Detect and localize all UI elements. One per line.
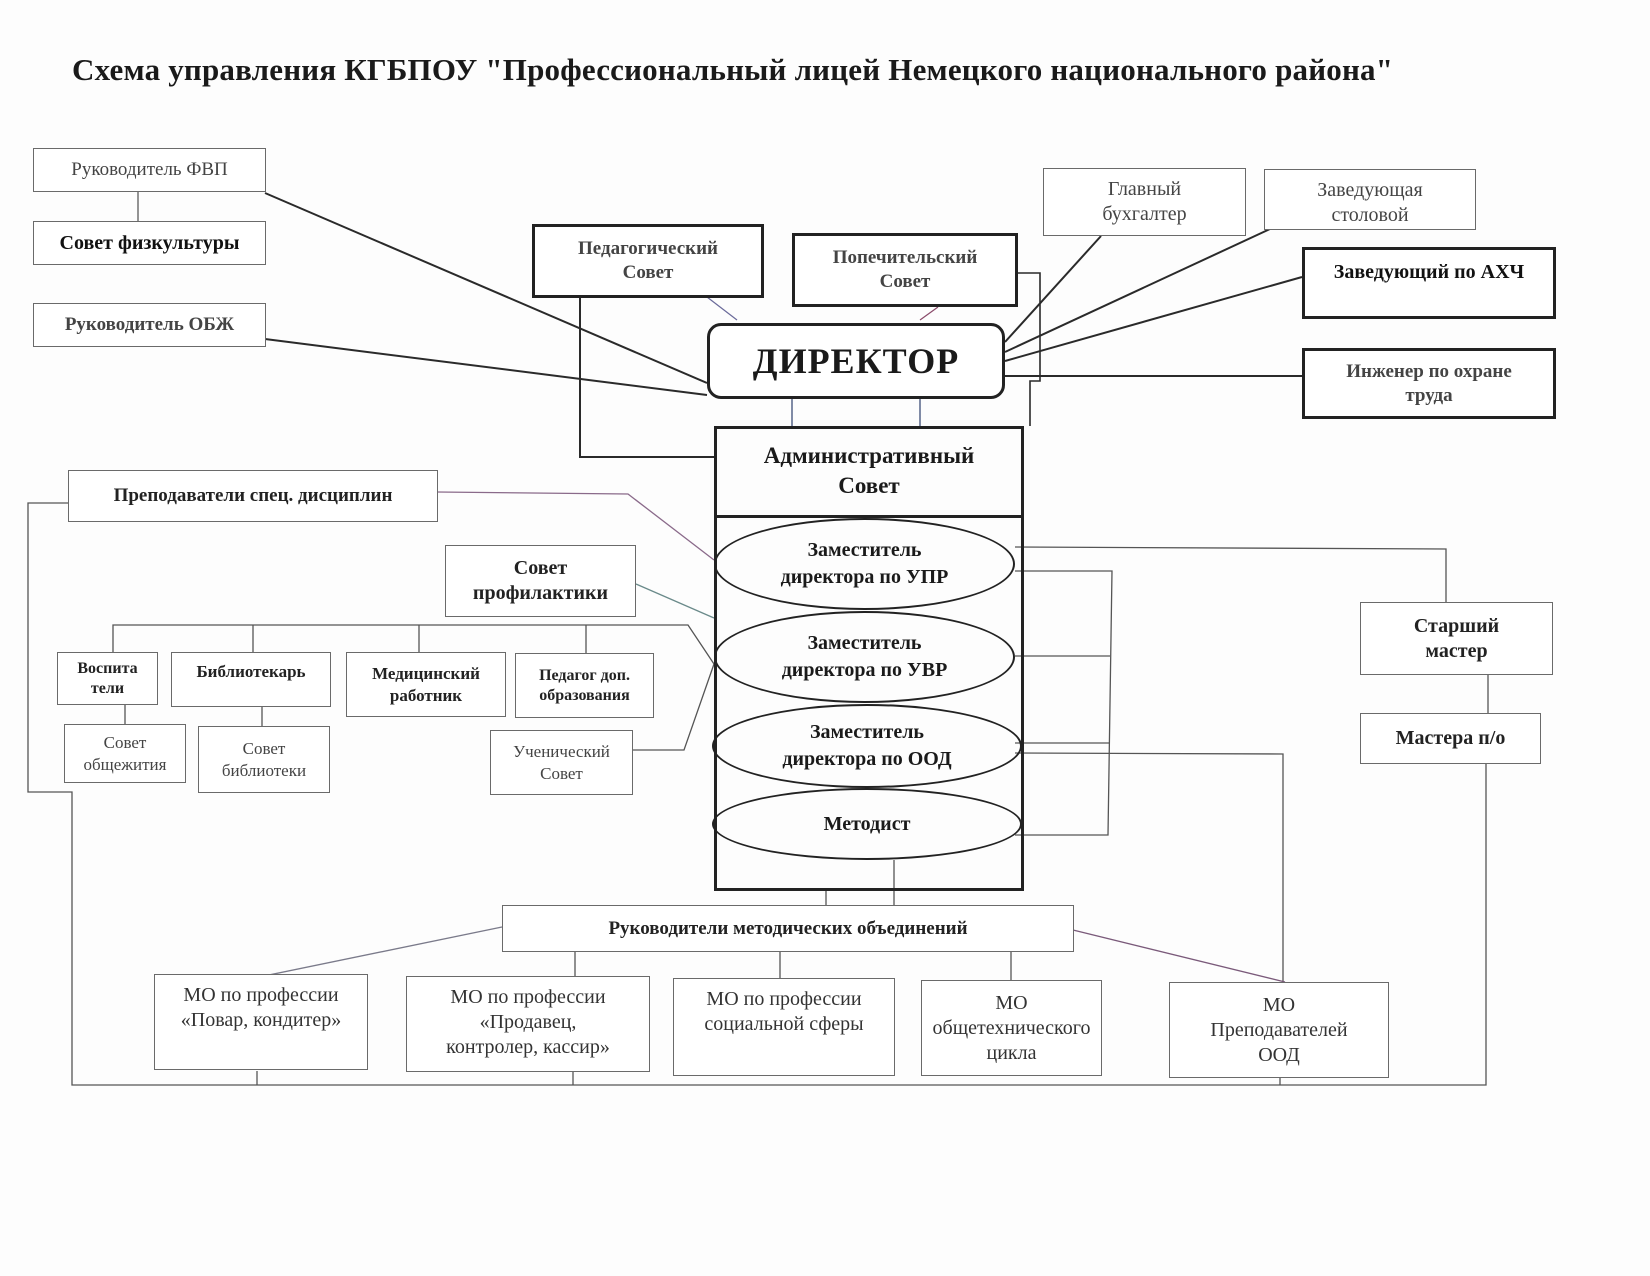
box-mo-general-tech: МО общетехнического цикла <box>921 980 1102 1076</box>
box-mo-seller-label: МО по профессии «Продавец, контролер, ка… <box>446 986 610 1058</box>
connector-deputies-bracket <box>1015 570 1113 836</box>
connector-fvp-director <box>264 192 708 384</box>
box-mo-social: МО по профессии социальной сферы <box>673 978 895 1076</box>
box-admin-council-label: Административный Совет <box>763 442 975 498</box>
box-masters-label: Мастера п/о <box>1395 727 1506 749</box>
ellipse-methodist: Методист <box>712 788 1022 860</box>
box-pe-council: Совет физкультуры <box>33 221 266 265</box>
box-trustees-council-label: Попечительский Совет <box>832 247 978 292</box>
box-pe-council-label: Совет физкультуры <box>59 231 240 254</box>
box-mo-cook: МО по профессии «Повар, кондитер» <box>154 974 368 1070</box>
box-special-teachers: Преподаватели спец. дисциплин <box>68 470 438 522</box>
connector-methodical-mo5 <box>1072 929 1286 983</box>
box-pedagogical-council: Педагогический Совет <box>532 224 764 298</box>
ellipse-deputy-uvr-label: Заместитель директора по УВР <box>781 632 948 681</box>
box-prevention-council-label: Совет профилактики <box>472 557 609 604</box>
box-senior-master: Старший мастер <box>1360 602 1553 675</box>
ellipse-deputy-uvr: Заместитель директора по УВР <box>714 611 1015 703</box>
box-mo-ood-teachers-label: МО Преподавателей ООД <box>1210 993 1348 1066</box>
box-prevention-council: Совет профилактики <box>445 545 636 617</box>
box-medic-label: Медицинский работник <box>372 664 480 705</box>
ellipse-deputy-upr: Заместитель директора по УПР <box>714 518 1015 610</box>
box-mo-ood-teachers: МО Преподавателей ООД <box>1169 982 1389 1078</box>
connector-pedagogical-admin <box>579 297 714 458</box>
ellipse-methodist-label: Методист <box>823 812 911 835</box>
box-head-pe-label: Руководитель ФВП <box>71 159 228 181</box>
box-dorm-council-label: Совет общежития <box>83 733 167 774</box>
connector-director-canteen <box>1004 228 1271 353</box>
box-mo-social-label: МО по профессии социальной сферы <box>704 988 864 1035</box>
box-masters: Мастера п/о <box>1360 713 1541 764</box>
box-library-council: Совет библиотеки <box>198 726 330 793</box>
box-canteen-head: Заведующая столовой <box>1264 169 1476 230</box>
box-ahch-head-label: Заведующий по АХЧ <box>1333 261 1525 283</box>
connector-prevention-uvr <box>635 583 715 619</box>
connector-staff-bus <box>112 624 715 665</box>
box-mo-general-tech-label: МО общетехнического цикла <box>932 991 1091 1064</box>
box-admin-council: Административный Совет <box>714 426 1024 518</box>
ellipse-deputy-ood-label: Заместитель директора по ООД <box>782 721 952 770</box>
box-trustees-council: Попечительский Совет <box>792 233 1018 307</box>
box-librarian-label: Библиотекарь <box>196 662 306 681</box>
connector-teachers-left-loop <box>27 502 1487 1086</box>
connector-obzh-director <box>264 338 708 396</box>
connector-ood-mo-ood <box>1014 752 1284 982</box>
box-chief-accountant: Главный бухгалтер <box>1043 168 1246 236</box>
connector-director-accountant <box>1004 235 1102 343</box>
box-educators-label: Воспита тели <box>77 659 138 697</box>
box-senior-master-label: Старший мастер <box>1413 614 1500 662</box>
box-head-obzh: Руководитель ОБЖ <box>33 303 266 347</box>
connector-trustees-director <box>919 306 939 321</box>
box-librarian: Библиотекарь <box>171 652 331 707</box>
box-special-teachers-label: Преподаватели спец. дисциплин <box>113 485 393 507</box>
box-head-pe: Руководитель ФВП <box>33 148 266 192</box>
box-methodical-heads: Руководители методических объединений <box>502 905 1074 952</box>
box-pedagogical-council-label: Педагогический Совет <box>578 238 718 283</box>
connector-student-council-uvr <box>633 663 715 751</box>
connector-teachers-upr <box>436 491 715 561</box>
box-mo-cook-label: МО по профессии «Повар, кондитер» <box>180 984 342 1031</box>
box-ahch-head: Заведующий по АХЧ <box>1302 247 1556 319</box>
connector-trustees-admin <box>1018 272 1041 426</box>
box-library-council-label: Совет библиотеки <box>221 739 307 780</box>
box-pdo-teacher: Педагог доп. образования <box>515 653 654 718</box>
box-medic: Медицинский работник <box>346 652 506 717</box>
box-director-label: ДИРЕКТОР <box>752 341 960 381</box>
box-safety-engineer: Инженер по охране труда <box>1302 348 1556 419</box>
connector-methodical-mo1 <box>234 926 503 983</box>
box-student-council-label: Ученический Совет <box>513 742 610 783</box>
box-mo-seller: МО по профессии «Продавец, контролер, ка… <box>406 976 650 1072</box>
box-student-council: Ученический Совет <box>490 730 633 795</box>
box-safety-engineer-label: Инженер по охране труда <box>1346 360 1512 406</box>
connector-director-ahch <box>1004 276 1303 362</box>
box-pdo-teacher-label: Педагог доп. образования <box>539 666 630 704</box>
connector-upr-senior-master <box>1014 546 1447 602</box>
page-title: Схема управления КГБПОУ "Профессиональны… <box>72 52 1394 87</box>
box-director: ДИРЕКТОР <box>707 323 1005 399</box>
box-chief-accountant-label: Главный бухгалтер <box>1102 178 1187 225</box>
ellipse-deputy-upr-label: Заместитель директора по УПР <box>780 539 949 588</box>
box-dorm-council: Совет общежития <box>64 724 186 783</box>
box-head-obzh-label: Руководитель ОБЖ <box>64 314 235 336</box>
ellipse-deputy-ood: Заместитель директора по ООД <box>712 704 1022 788</box>
box-methodical-heads-label: Руководители методических объединений <box>608 917 968 939</box>
box-educators: Воспита тели <box>57 652 158 705</box>
box-canteen-head-label: Заведующая столовой <box>1317 179 1423 226</box>
connector-pedagogical-director <box>706 296 738 321</box>
